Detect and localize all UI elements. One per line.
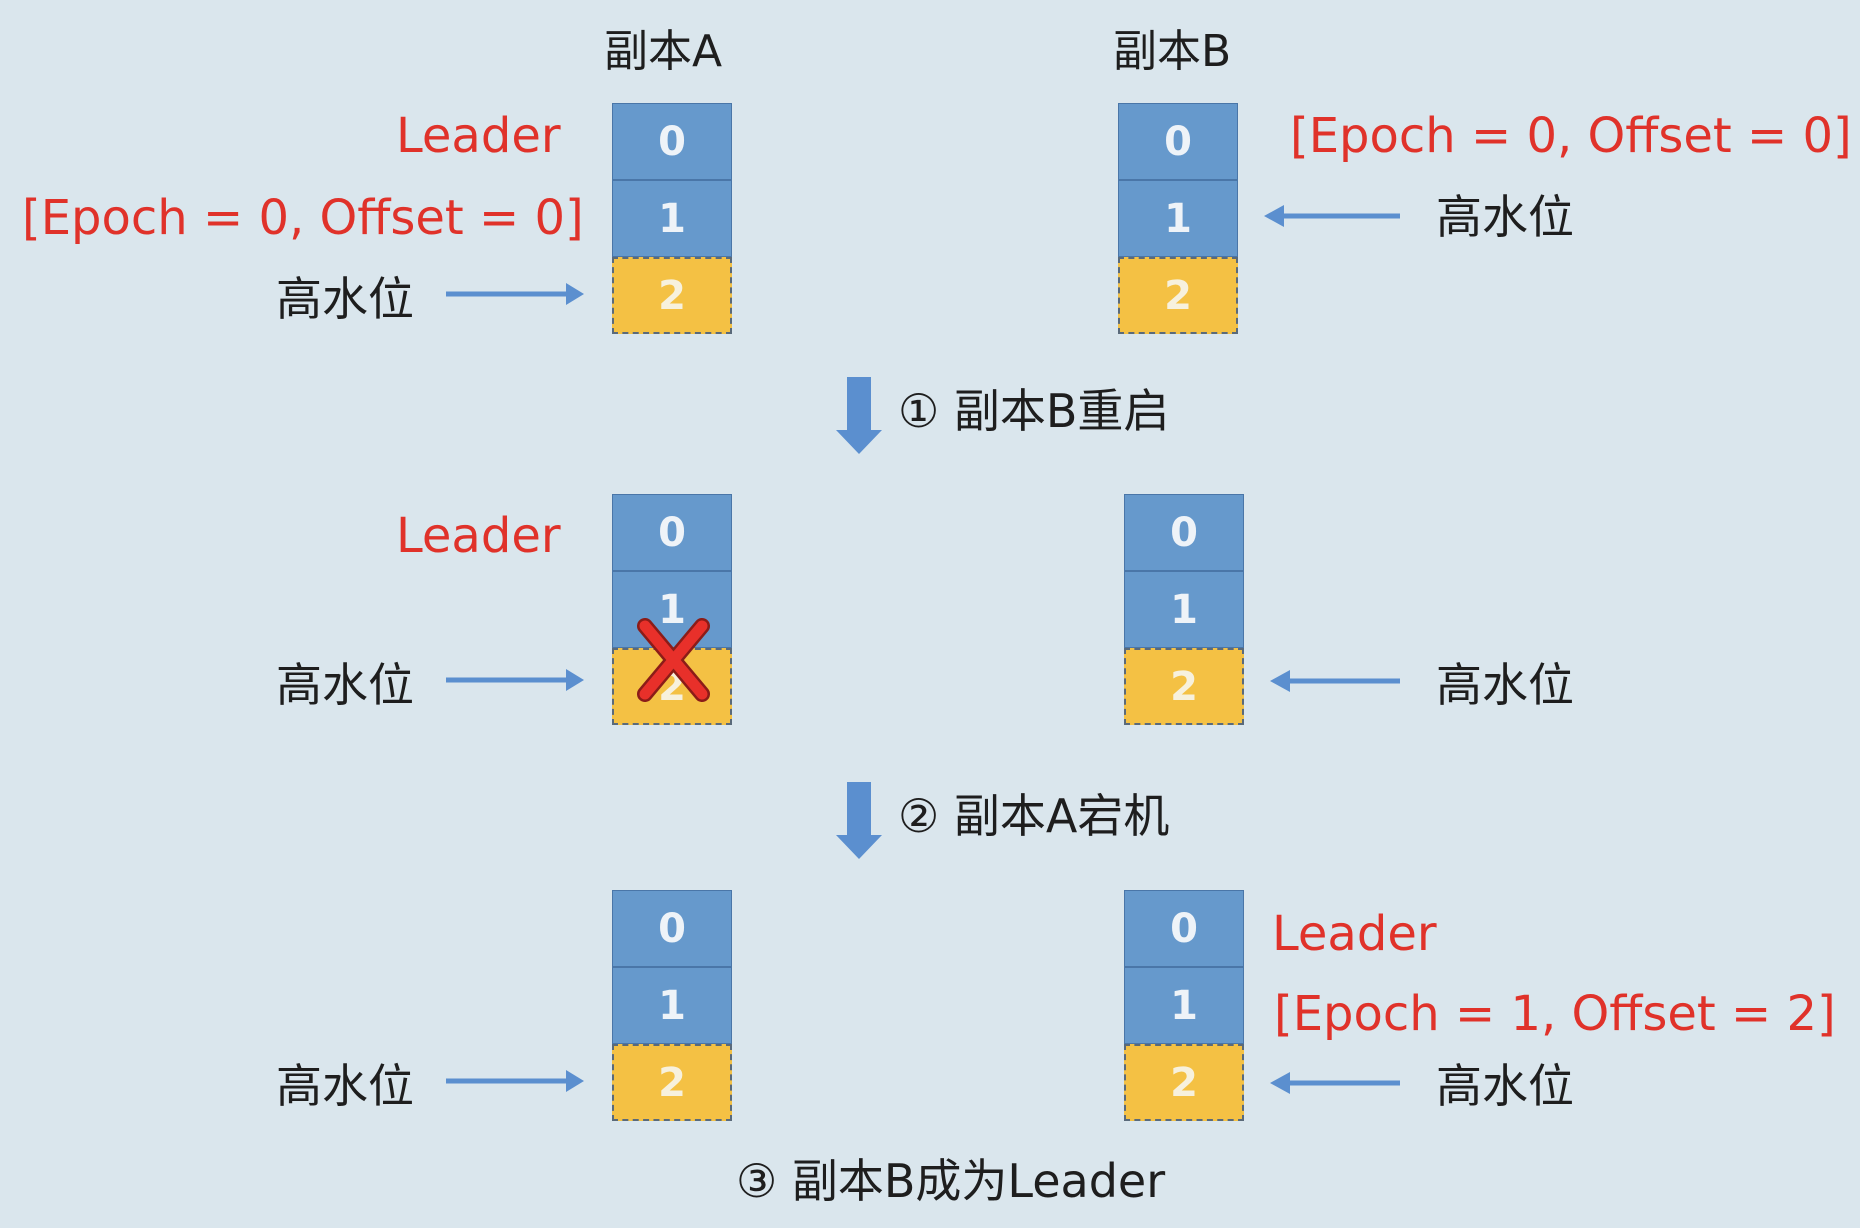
stage2-replica-a-log: 0 1 2 <box>612 494 732 725</box>
log-entry: 0 <box>612 103 732 180</box>
log-entry: 0 <box>1124 890 1244 967</box>
replica-b-title: 副本B <box>1113 26 1232 77</box>
log-entry: 1 <box>612 571 732 648</box>
stage3-replica-b-epoch-label: [Epoch = 1, Offset = 2] <box>1274 986 1836 1042</box>
stage1-replica-b-hwm-label: 高水位 <box>1436 190 1574 244</box>
down-arrow-icon <box>836 377 882 454</box>
log-entry: 1 <box>1124 571 1244 648</box>
stage2-replica-a-leader-label: Leader <box>396 508 561 564</box>
arrow-icon <box>1270 670 1400 692</box>
log-entry: 0 <box>1124 494 1244 571</box>
log-entry: 1 <box>1118 180 1238 257</box>
log-entry: 1 <box>1124 967 1244 1044</box>
stage3-replica-a-log: 0 1 2 <box>612 890 732 1121</box>
log-entry: 0 <box>1118 103 1238 180</box>
replica-a-title: 副本A <box>604 26 723 77</box>
stage3-replica-a-hwm-label: 高水位 <box>276 1059 414 1113</box>
log-entry: 1 <box>612 180 732 257</box>
stage2-replica-a-hwm-label: 高水位 <box>276 658 414 712</box>
stage1-replica-b-epoch-label: [Epoch = 0, Offset = 0] <box>1290 108 1852 164</box>
log-entry: 1 <box>612 967 732 1044</box>
stage1-replica-a-epoch-label: [Epoch = 0, Offset = 0] <box>22 190 584 246</box>
stage1-replica-b-log: 0 1 2 <box>1118 103 1238 334</box>
step1-label: ① 副本B重启 <box>898 384 1170 438</box>
log-entry: 2 <box>612 1044 732 1121</box>
stage1-replica-a-leader-label: Leader <box>396 108 561 164</box>
log-entry: 0 <box>612 890 732 967</box>
stage1-replica-a-log: 0 1 2 <box>612 103 732 334</box>
step3-label: ③ 副本B成为Leader <box>736 1154 1166 1208</box>
stage2-replica-b-log: 0 1 2 <box>1124 494 1244 725</box>
stage3-replica-b-log: 0 1 2 <box>1124 890 1244 1121</box>
arrow-icon <box>446 1070 584 1092</box>
stage3-replica-b-leader-label: Leader <box>1272 906 1437 962</box>
down-arrow-icon <box>836 782 882 859</box>
stage3-replica-b-hwm-label: 高水位 <box>1436 1059 1574 1113</box>
log-entry: 2 <box>1124 1044 1244 1121</box>
log-entry: 2 <box>612 257 732 334</box>
log-entry: 2 <box>1124 648 1244 725</box>
stage2-replica-b-hwm-label: 高水位 <box>1436 658 1574 712</box>
arrow-icon <box>1270 1072 1400 1094</box>
arrow-icon <box>1264 205 1400 227</box>
arrow-icon <box>446 669 584 691</box>
log-entry: 2 <box>612 648 732 725</box>
log-entry: 0 <box>612 494 732 571</box>
log-entry: 2 <box>1118 257 1238 334</box>
arrow-icon <box>446 283 584 305</box>
step2-label: ② 副本A宕机 <box>898 789 1170 843</box>
stage1-replica-a-hwm-label: 高水位 <box>276 272 414 326</box>
